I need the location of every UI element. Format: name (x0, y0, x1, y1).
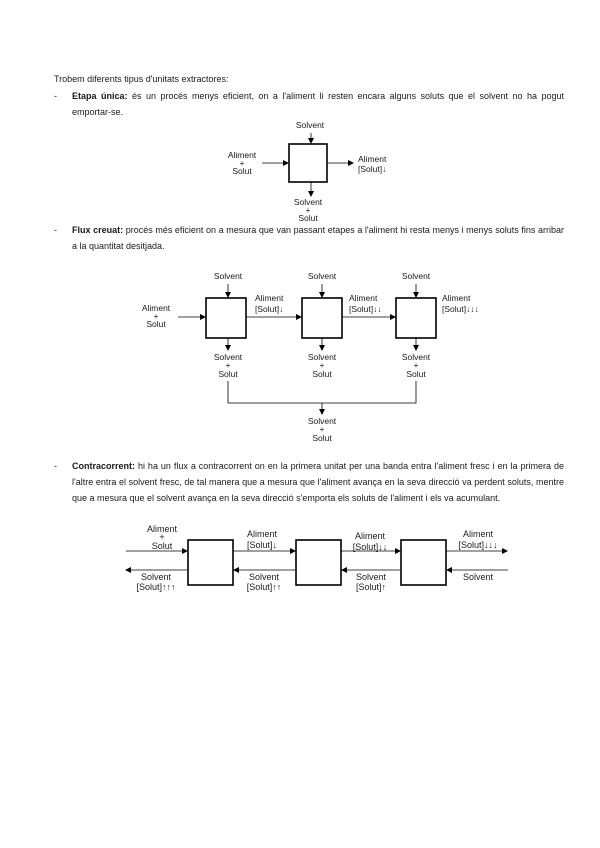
label-total-3: Solut (312, 433, 332, 443)
label-solvent-out-1: Solvent (141, 572, 172, 582)
extraction-unit-1 (187, 539, 234, 586)
label-solvent-out-2: [Solut]↑↑↑ (136, 582, 175, 592)
label-s3-2: [Solut]↑ (356, 582, 386, 592)
bullet-dash: - (54, 225, 57, 235)
label-feed-1: Aliment (228, 150, 257, 160)
bullet-text: és un procés menys eficient, on a l'alim… (72, 91, 565, 117)
bullet-term: Etapa única: (72, 91, 128, 101)
label-b1-3: Solut (218, 369, 238, 379)
bullet-text: hi ha un flux a contracorrent on en la p… (72, 461, 564, 503)
bullet-dash: - (54, 91, 57, 101)
label-b1-2: + (226, 360, 231, 370)
label-solvent-2: Solvent (308, 271, 337, 281)
label-total-1: Solvent (308, 416, 337, 426)
bullet-body: Flux creuat: procés més eficient on a me… (72, 222, 564, 254)
label-b3-1: Solvent (402, 352, 431, 362)
bullet-body: Etapa única: és un procés menys eficient… (72, 88, 564, 120)
label-feed-3: Solut (232, 166, 252, 176)
label-feed-2: + (154, 311, 159, 321)
extraction-unit (288, 143, 328, 183)
extract-collector-line (227, 381, 417, 404)
bullet-flux-creuat: - Flux creuat: procés més eficient on a … (54, 222, 564, 254)
extraction-unit-2 (295, 539, 342, 586)
label-a3-2: [Solut]↓↓↓ (458, 540, 497, 550)
extraction-unit-2 (301, 297, 343, 339)
label-solvent-3: Solvent (402, 271, 431, 281)
label-total-2: + (320, 424, 325, 434)
extraction-unit-3 (395, 297, 437, 339)
label-s3-1: Solvent (356, 572, 387, 582)
bullet-dash: - (54, 461, 57, 471)
label-feed-2: + (240, 158, 245, 168)
label-a3-1: Aliment (463, 529, 494, 539)
diagram-etapa-unica: Solvent Aliment + Solut Aliment [Solut]↓… (228, 120, 387, 223)
label-feed-1: Aliment (142, 303, 171, 313)
bullet-term: Flux creuat: (72, 225, 124, 235)
label-out-1: Aliment (358, 154, 387, 164)
label-mid1-2: [Solut]↓ (255, 304, 283, 314)
label-feed-1: Aliment (147, 524, 178, 534)
label-mid1-1: Aliment (255, 293, 284, 303)
label-b2-1: Solvent (308, 352, 337, 362)
label-bottom-1: Solvent (294, 197, 323, 207)
diagram-contracorrent: Aliment + Solut Aliment [Solut]↓ Aliment… (125, 524, 508, 592)
label-b3-2: + (414, 360, 419, 370)
bullet-etapa-unica: - Etapa única: és un procés menys eficie… (54, 88, 564, 120)
label-b2-2: + (320, 360, 325, 370)
label-bottom-3: Solut (298, 213, 318, 223)
diagram-flux-creuat: Solvent Solvent Solvent Aliment + Solut … (142, 271, 479, 443)
label-b2-3: Solut (312, 369, 332, 379)
label-s2-2: [Solut]↑↑ (247, 582, 282, 592)
bullet-text: procés més eficient on a mesura que van … (72, 225, 564, 251)
label-out-2: [Solut]↓ (358, 164, 386, 174)
label-out-2: [Solut]↓↓↓ (442, 304, 479, 314)
label-a2-2: [Solut]↓↓ (353, 542, 388, 552)
label-solvent-top: Solvent (296, 120, 325, 130)
label-a2-1: Aliment (355, 531, 386, 541)
intro-text: Trobem diferents tipus d'unitats extract… (54, 74, 229, 84)
label-bottom-2: + (306, 205, 311, 215)
label-out-1: Aliment (442, 293, 471, 303)
label-solvent-1: Solvent (214, 271, 243, 281)
label-s2-1: Solvent (249, 572, 280, 582)
label-a1-2: [Solut]↓ (247, 540, 277, 550)
label-a1-1: Aliment (247, 529, 278, 539)
label-feed-3: Solut (152, 541, 173, 551)
bullet-term: Contracorrent: (72, 461, 136, 471)
extraction-unit-3 (400, 539, 447, 586)
label-feed-3: Solut (146, 319, 166, 329)
label-b1-1: Solvent (214, 352, 243, 362)
label-b3-3: Solut (406, 369, 426, 379)
extraction-unit-1 (205, 297, 247, 339)
label-mid2-1: Aliment (349, 293, 378, 303)
bullet-body: Contracorrent: hi ha un flux a contracor… (72, 458, 564, 506)
label-feed-2: + (159, 532, 164, 542)
label-solvent-in: Solvent (463, 572, 494, 582)
bullet-contracorrent: - Contracorrent: hi ha un flux a contrac… (54, 458, 564, 506)
label-mid2-2: [Solut]↓↓ (349, 304, 382, 314)
